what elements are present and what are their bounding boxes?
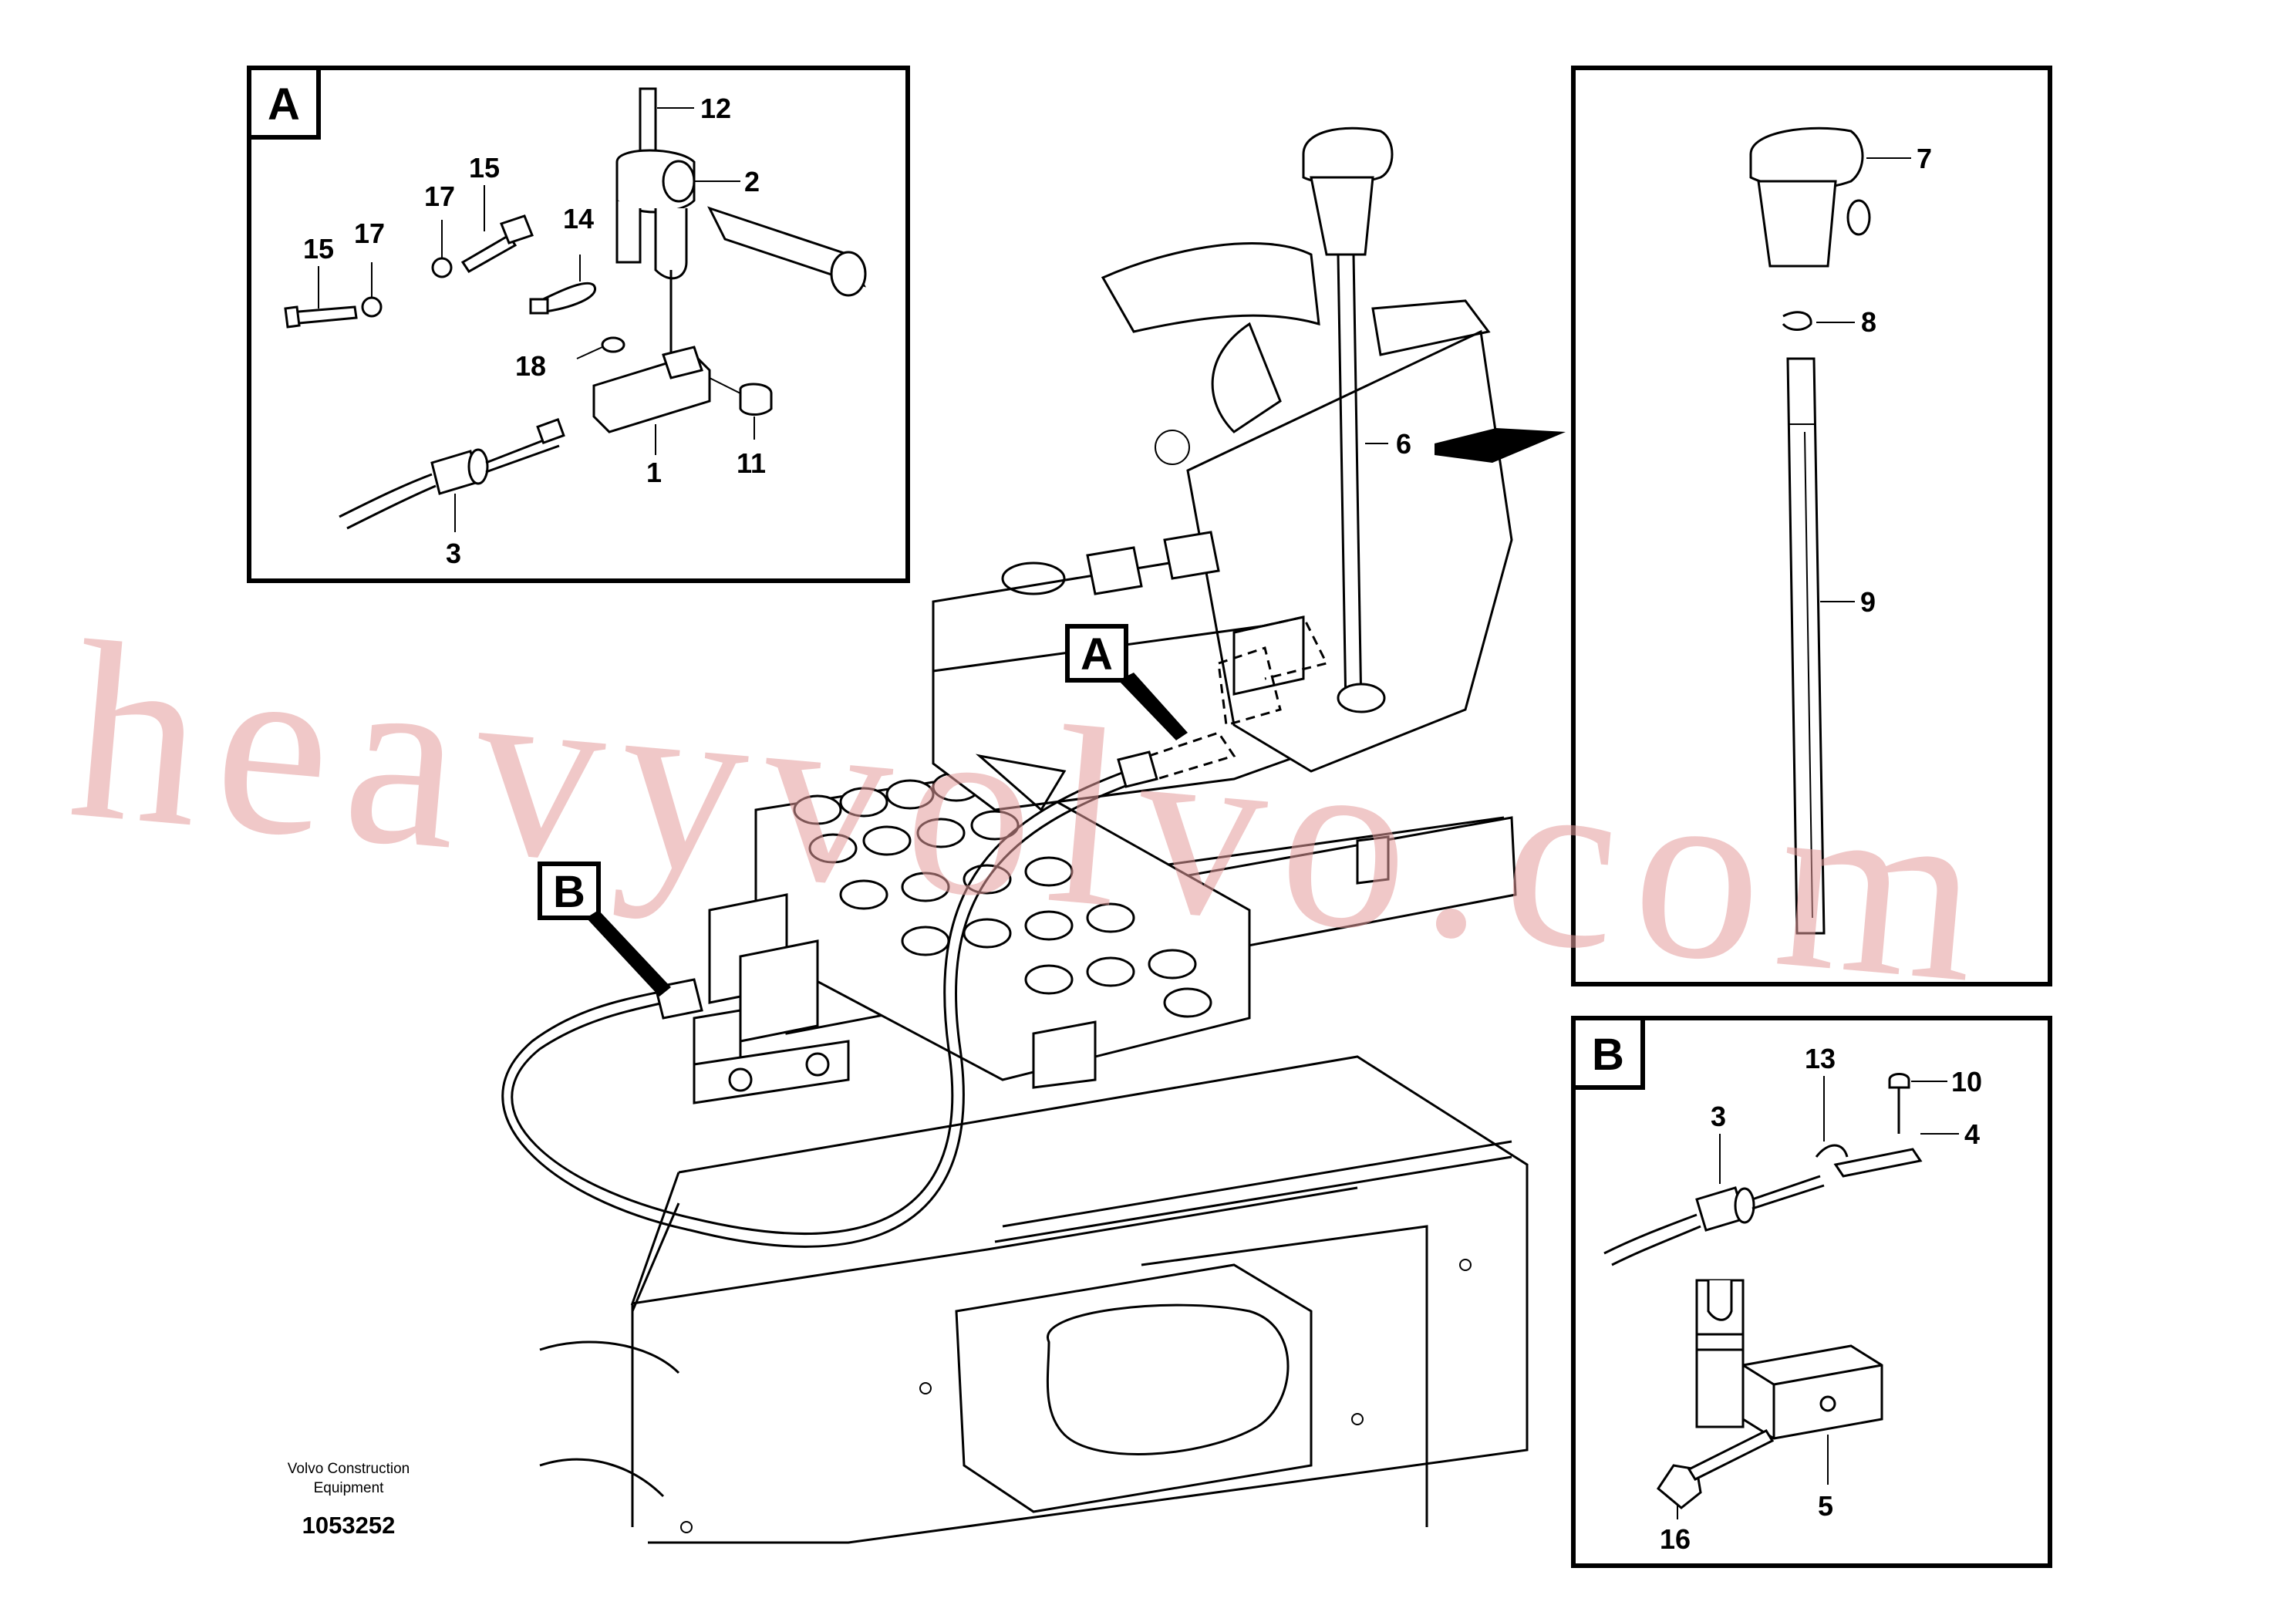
panel-b-letter: B	[1592, 1030, 1624, 1080]
part-label-7: 7	[1917, 143, 1932, 174]
callout-a-main: A	[1065, 624, 1188, 740]
part-label-17-lower: 17	[354, 218, 385, 249]
part-label-12: 12	[700, 93, 731, 124]
callout-b-main: B	[538, 862, 671, 996]
brand-line-1: Volvo Construction	[288, 1461, 410, 1477]
machine-frame	[539, 816, 1529, 1544]
part-label-3-panel-b: 3	[1711, 1101, 1726, 1132]
part-label-15-lower: 15	[303, 233, 334, 265]
part-label-5: 5	[1818, 1490, 1833, 1522]
part-label-13: 13	[1805, 1043, 1836, 1074]
control-lever	[1302, 126, 1394, 713]
part-label-11: 11	[737, 447, 766, 479]
part-label-1: 1	[646, 457, 662, 488]
detail-panel-lever: 7 8 9	[1571, 66, 2052, 986]
part-label-8: 8	[1861, 306, 1876, 338]
callout-b-letter: B	[553, 867, 585, 917]
part-label-14: 14	[563, 203, 594, 234]
detail-panel-a: A 12 2 1 11 18 14	[247, 66, 910, 583]
bracket-b-main	[693, 1009, 850, 1104]
callout-a-letter: A	[1081, 629, 1113, 679]
document-number: 1053252	[302, 1512, 396, 1539]
part-label-17-upper: 17	[424, 180, 455, 212]
operator-console	[932, 242, 1513, 812]
panel-a-letter: A	[268, 79, 300, 130]
part-label-6: 6	[1396, 428, 1411, 460]
part-label-4: 4	[1964, 1118, 1980, 1150]
part-label-18: 18	[515, 350, 546, 382]
part-label-3-panel-a: 3	[446, 538, 461, 569]
brand-line-2: Equipment	[314, 1480, 385, 1496]
main-assembly: A B 6	[501, 126, 1566, 1544]
part-label-16: 16	[1660, 1523, 1691, 1555]
detail-panel-b: B 3 13 10 4 5 16	[1571, 1016, 2052, 1568]
part-label-2: 2	[744, 166, 760, 197]
part-label-10: 10	[1951, 1066, 1982, 1098]
control-valve	[708, 770, 1390, 1089]
part-label-15-upper: 15	[469, 152, 500, 184]
part-label-9: 9	[1860, 586, 1876, 618]
